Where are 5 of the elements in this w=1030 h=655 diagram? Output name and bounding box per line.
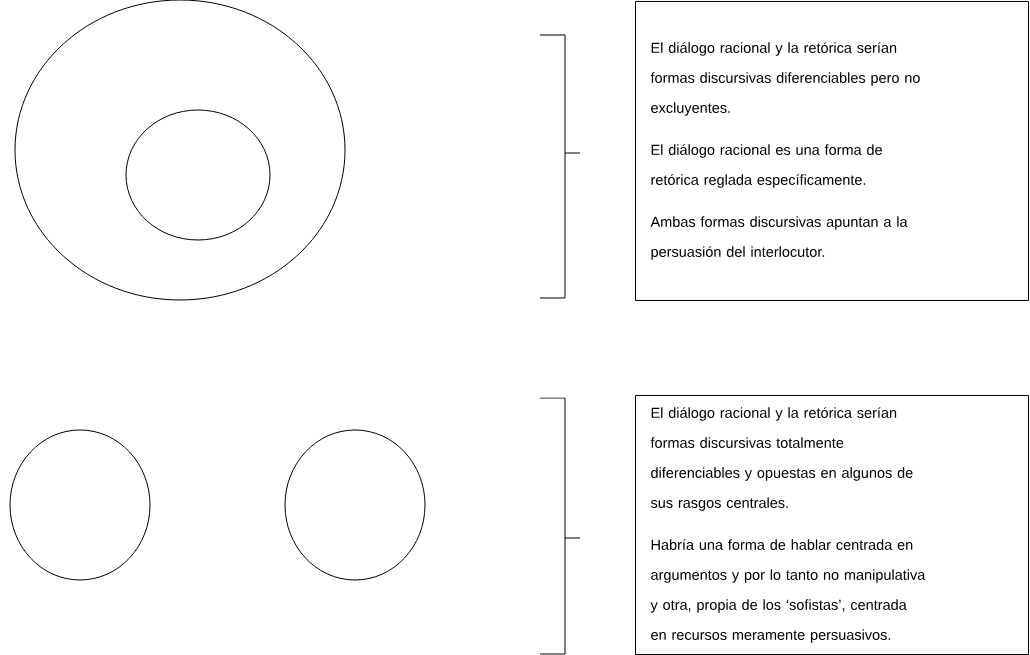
- ellipse: [284, 429, 426, 581]
- text-box: El diálogo racional y la retórica serían formas discursivas totalmente diferenciables y opuestas en algunos de sus rasgos centrales. Habría una forma de hablar centrada en argumentos y por lo tanto no manipulativa y otra, propia de los ‘sofistas’, centrada en recursos meramente persuasivos.: [635, 395, 1029, 655]
- text-box: El diálogo racional y la retórica serían formas discursivas diferenciables pero no excluyentes. El diálogo racional es una forma de retórica reglada específicamente. Ambas formas discursivas apuntan a la persuasión del interlocutor.: [635, 1, 1029, 301]
- ellipse: [9, 429, 151, 581]
- ellipse: [125, 109, 271, 241]
